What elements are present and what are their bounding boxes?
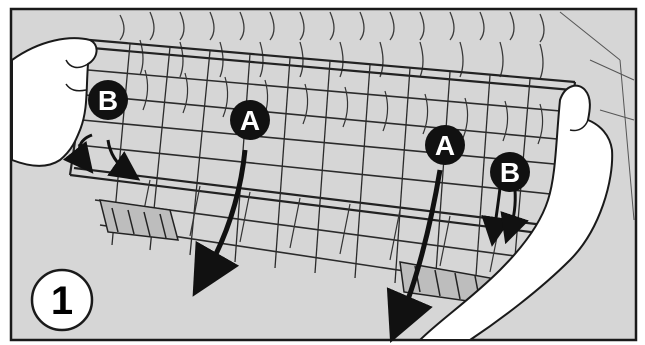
callout-a-right-label: A <box>435 130 455 161</box>
callout-a-right: A <box>425 125 465 165</box>
callout-a-left-label: A <box>240 105 260 136</box>
rack-cross-wires <box>111 43 531 293</box>
right-hand-thumb <box>569 119 589 132</box>
dishwasher-interior <box>559 11 635 221</box>
callout-b-left-label: B <box>98 85 118 116</box>
right-hand <box>417 84 614 341</box>
left-hand <box>11 37 98 167</box>
step-number-badge: 1 <box>30 268 94 332</box>
background-tines <box>119 11 545 80</box>
left-hand-fingers <box>65 59 89 92</box>
arrow-a-left <box>192 149 248 297</box>
figure-border <box>9 7 638 342</box>
arrow-b-right <box>481 187 529 247</box>
rack-wheel-left <box>99 199 180 241</box>
callout-b-right-label: B <box>500 157 520 188</box>
callout-b-left: B <box>88 80 128 120</box>
step-number-label: 1 <box>51 279 73 323</box>
arrow-b-left <box>62 133 141 181</box>
callout-b-right: B <box>490 152 530 192</box>
callout-a-left: A <box>230 100 270 140</box>
arrow-a-right <box>386 169 443 343</box>
